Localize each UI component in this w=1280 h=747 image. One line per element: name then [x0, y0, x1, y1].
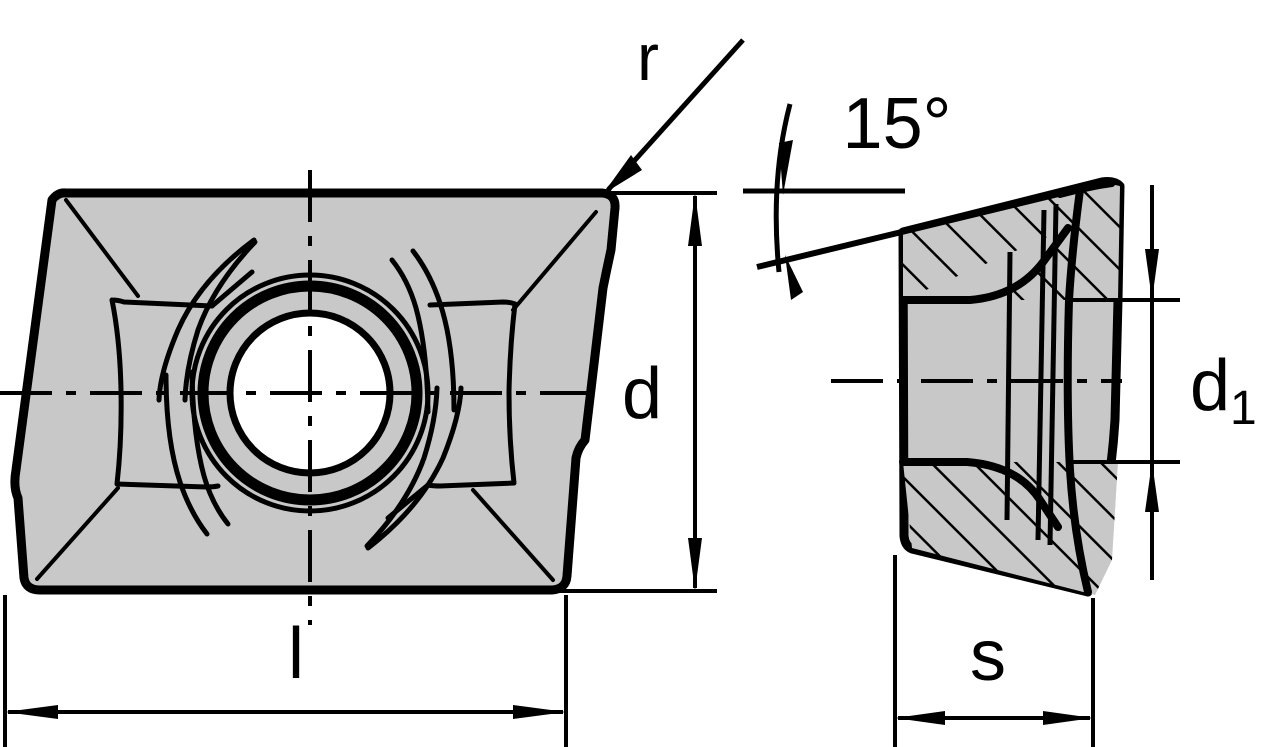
corner-chamfer-line-bottom-right: [471, 488, 555, 582]
side-view-dimensions: 15° d1 s: [743, 84, 1257, 747]
dimension-label-l: l: [288, 614, 304, 694]
chipbreaker-curve-lr-2: [364, 385, 440, 549]
angle-arrowhead-bottom: [785, 255, 803, 300]
d1-arrowhead-top: [1145, 249, 1159, 300]
chipbreaker-kink-ul: [209, 269, 255, 309]
d-arrowhead-bottom: [688, 538, 702, 591]
dimension-label-d1-base: d: [1190, 346, 1230, 426]
l-arrowhead-right: [513, 705, 566, 719]
l-arrowhead-left: [5, 705, 58, 719]
chipbreaker-curve-lr-1: [365, 385, 464, 551]
chipbreaker-arc-ur: [410, 248, 457, 413]
angle-dimension-arc: [773, 103, 793, 273]
top-view-dimensions: r d l: [3, 20, 745, 747]
dimension-label-r: r: [637, 20, 659, 94]
bore-wall-line-1: [1004, 251, 1013, 521]
chipbreaker-curve-ul-1: [156, 237, 257, 403]
corner-chamfer-line-top-right: [511, 210, 598, 312]
angle-inclined-face-line: [756, 179, 1109, 270]
s-arrowhead-left: [895, 711, 945, 725]
bore-wall-line-2: [1035, 209, 1047, 541]
chipbreaker-kink-lr: [385, 482, 431, 521]
side-section-view: [831, 177, 1125, 597]
d1-arrowhead-bottom: [1145, 462, 1159, 512]
angle-arrowhead-top: [779, 140, 793, 195]
top-view: [0, 170, 620, 625]
dimension-label-d1: d1: [1190, 346, 1257, 435]
s-arrowhead-right: [1043, 711, 1093, 725]
chipbreaker-curve-ul-2: [182, 239, 258, 403]
chipbreaker-arc-ll: [163, 372, 210, 537]
dimension-label-d: d: [622, 354, 662, 434]
bore-wall-line-3: [1047, 203, 1059, 546]
dimension-label-s: s: [970, 616, 1006, 696]
dimension-label-angle: 15°: [843, 84, 952, 164]
dimension-label-d1-subscript: 1: [1230, 382, 1257, 435]
corner-chamfer-line-bottom-left: [35, 486, 120, 581]
r-leader-arrowhead: [603, 155, 642, 194]
corner-chamfer-line-top-left: [64, 198, 140, 298]
flank-relief-edge: [1063, 186, 1092, 596]
d-arrowhead-top: [688, 193, 702, 246]
